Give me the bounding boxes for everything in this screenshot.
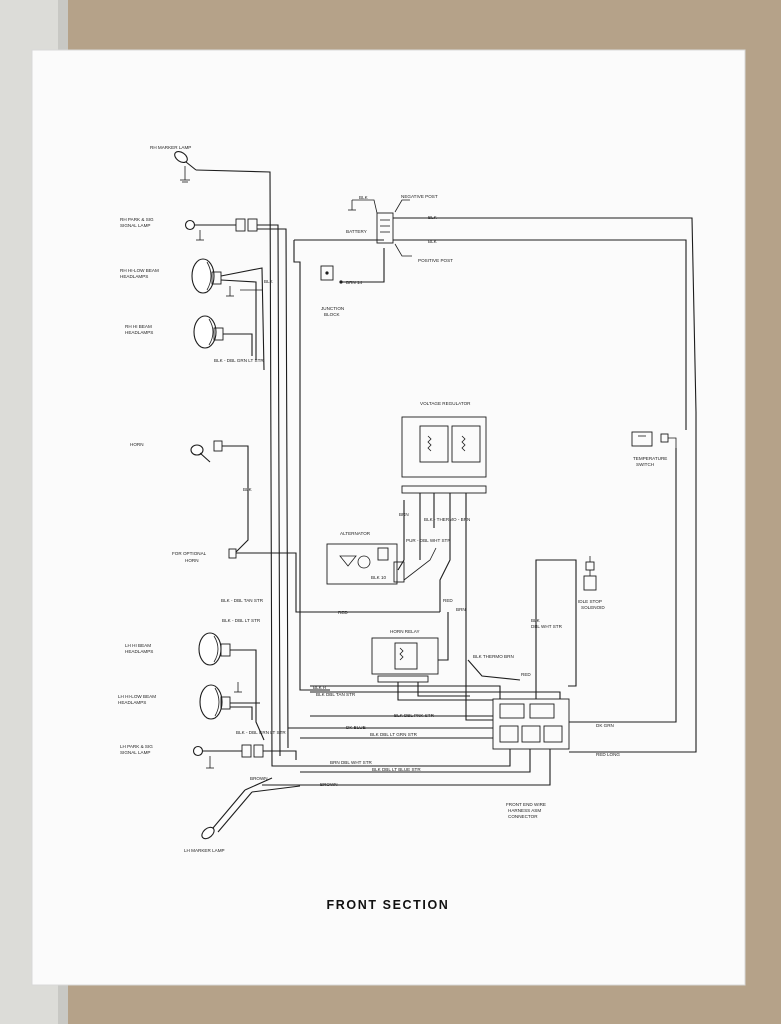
rh-hibeam-label-1: RH HI BEAM — [125, 324, 152, 329]
blk-tan-wire-label: BLK - DBL TAN STR — [221, 598, 264, 603]
junction-block-label-2: BLOCK — [324, 312, 341, 317]
alternator-icon — [326, 543, 405, 585]
rh-park-signal-lamp-icon — [184, 218, 258, 241]
horn-relay-wire-label: BLK THERMO BRN — [473, 654, 514, 659]
battery-ground-wire-label: BLK — [359, 195, 369, 200]
thermo-wire-label: BLK - THERMO - BRN — [424, 517, 470, 522]
lh-hibeam-headlamp-icon — [198, 632, 231, 666]
optional-horn-label-2: HORN — [185, 558, 199, 563]
junction-block-label-1: JUNCTION — [321, 306, 344, 311]
blk-wht2-wire-label: DBL WHT STR — [531, 624, 563, 629]
junction-block-icon — [320, 265, 343, 284]
negative-post-label: NEGATIVE POST — [401, 194, 438, 199]
rh-hilo-label-1: RH HI-LOW BEAM — [120, 268, 159, 273]
lh-marker-lamp-icon — [201, 789, 253, 840]
rh-hibeam-label-2: HEADLAMPS — [125, 330, 153, 335]
red-long-wire-label: RED LONG — [596, 752, 620, 757]
rh-marker-lamp-label: RH MARKER LAMP — [150, 145, 191, 150]
blk-dbl-tan-wire-label: BLK DBL TAN STR — [316, 692, 356, 697]
lh-park-signal-label-1: LH PARK & SIG — [120, 744, 153, 749]
pur-wht-wire-label: PUR - DBL WHT STR — [406, 538, 451, 543]
dk-grn-wire-label: DK GRN — [596, 723, 614, 728]
lh-hi-wire-label: BLK - DBL LT STR — [222, 618, 261, 623]
rh-hibeam-headlamp-icon — [193, 315, 224, 349]
front-end-label-1: FRONT END WIRE — [506, 802, 546, 807]
battery-label: BATTERY — [346, 229, 367, 234]
rh-hilo-label-2: HEADLAMPS — [120, 274, 148, 279]
idle-stop-label-2: SOLENOID — [581, 605, 605, 610]
idle-stop-label-1: IDLE STOP — [578, 599, 602, 604]
battery-pos-wire-label: BLK — [428, 239, 438, 244]
blk-lt-blue-wire-label: BLK DBL LT BLUE STR — [372, 767, 421, 772]
voltage-regulator-label: VOLTAGE REGULATOR — [420, 401, 471, 406]
wiring-harness — [195, 169, 697, 793]
temp-switch-label-1: TEMPERATURE — [633, 456, 667, 461]
lh-park-signal-lamp-icon — [192, 744, 264, 769]
front-end-connector-icon — [492, 698, 570, 750]
brn-wht-wire-label: BRN DBL WHT STR — [330, 760, 373, 765]
brown-wire-label-1: BROWN — [250, 776, 268, 781]
lh-hilo-label-1: LH HI-LOW BEAM — [118, 694, 156, 699]
horn-label: HORN — [130, 442, 144, 447]
battery-icon — [348, 200, 394, 244]
rh-hilo-headlamp-icon — [191, 258, 234, 297]
lh-hibeam-label-2: HEADLAMPS — [125, 649, 153, 654]
blk-r-wire-label: BLK R — [313, 685, 327, 690]
blk-lt-grn-wire-label: BLK DBL LT GRN STR — [370, 732, 418, 737]
front-end-label-3: CONNECTOR — [508, 814, 538, 819]
alternator-wire-label: BLK 10 — [371, 575, 387, 580]
optional-horn-label-1: FOR OPTIONAL — [172, 551, 207, 556]
rh-marker-lamp-icon — [174, 150, 197, 183]
section-title: FRONT SECTION — [327, 898, 450, 912]
rh-park-signal-label-1: RH PARK & SIG — [120, 217, 154, 222]
temp-switch-label-2: SWITCH — [636, 462, 654, 467]
red-wire-label-2: RED — [443, 598, 453, 603]
horn-relay-label: HORN RELAY — [390, 629, 420, 634]
positive-post-label: POSITIVE POST — [418, 258, 453, 263]
diagram-page — [31, 49, 746, 986]
red2-wire-label: RED — [521, 672, 531, 677]
voltage-regulator-icon — [401, 416, 487, 494]
lh-hilo-headlamp-icon — [199, 682, 242, 720]
lh-park-signal-label-2: SIGNAL LAMP — [120, 750, 150, 755]
junction-wire-label: BLK — [264, 279, 274, 284]
lh-hilo-label-2: HEADLAMPS — [118, 700, 146, 705]
lh-marker-lamp-label: LH MARKER LAMP — [184, 848, 225, 853]
front-end-label-2: HARNESS ASM — [508, 808, 541, 813]
horn-relay-icon — [371, 637, 439, 683]
rh-park-signal-label-2: SIGNAL LAMP — [120, 223, 150, 228]
rh-headlamp-wire-label: BLK - DBL GRN LT STR — [214, 358, 264, 363]
lh-hibeam-label-1: LH HI BEAM — [125, 643, 151, 648]
brn-wire-label: BRN — [456, 607, 466, 612]
alternator-label: ALTERNATOR — [340, 531, 371, 536]
